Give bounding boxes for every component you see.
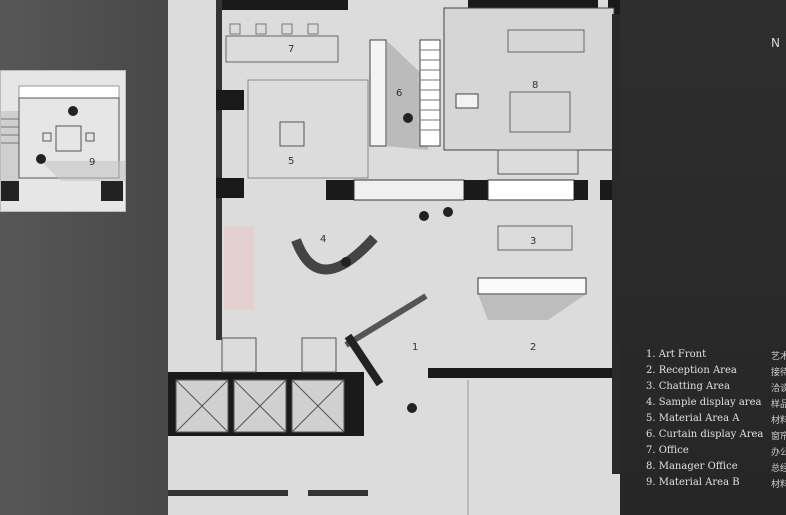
legend-label: 6. Curtain display Area xyxy=(646,429,764,440)
legend-label: 4. Sample display area xyxy=(646,397,762,408)
legend-label-cn: 样品 xyxy=(771,400,786,410)
floor-plan: 1 2 3 4 5 6 7 8 xyxy=(168,0,620,515)
room-number-3: 3 xyxy=(530,236,537,247)
legend-label-cn: 洽谈 xyxy=(771,384,786,394)
legend-label-cn: 材料 xyxy=(771,480,786,490)
room-number-9: 9 xyxy=(89,157,96,168)
legend-label: 5. Material Area A xyxy=(646,413,740,424)
room-number-5: 5 xyxy=(288,156,295,167)
room-number-1: 1 xyxy=(412,342,419,353)
room-number-2: 2 xyxy=(530,342,537,353)
room-number-7: 7 xyxy=(288,44,295,55)
legend-panel xyxy=(620,0,786,515)
legend-label: 3. Chatting Area xyxy=(646,381,730,392)
inset-plan-drawing xyxy=(1,85,125,201)
legend-label: 7. Office xyxy=(646,445,689,456)
room-number-6: 6 xyxy=(396,88,403,99)
room-number-8: 8 xyxy=(532,80,539,91)
legend-label-cn: 艺术 xyxy=(771,352,786,362)
legend-label: 8. Manager Office xyxy=(646,461,738,472)
legend-label: 1. Art Front xyxy=(646,349,707,360)
floor-plan-drawing xyxy=(168,0,620,515)
room-number-4: 4 xyxy=(320,234,327,245)
legend-label-cn: 接待 xyxy=(771,368,786,378)
legend-label: 2. Reception Area xyxy=(646,365,737,376)
north-title: N xyxy=(771,36,784,50)
legend-label-cn: 窗帘 xyxy=(771,432,786,442)
legend-label-cn: 办公 xyxy=(771,448,786,458)
legend-label: 9. Material Area B xyxy=(646,477,740,488)
inset-plan-area-9: 9 xyxy=(0,70,126,212)
legend-label-cn: 总经 xyxy=(771,464,786,474)
legend-label-cn: 材料 xyxy=(771,416,786,426)
